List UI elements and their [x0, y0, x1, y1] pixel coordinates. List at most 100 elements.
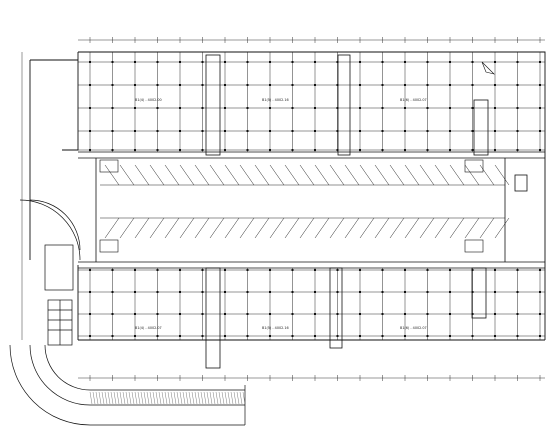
- parking-stall: [314, 217, 330, 239]
- column: [426, 291, 429, 293]
- column: [471, 269, 474, 271]
- angled-parking-stalls: [100, 164, 510, 239]
- column: [494, 269, 496, 271]
- parking-stall: [134, 164, 150, 186]
- column: [179, 313, 181, 315]
- hatch-line: [194, 391, 198, 405]
- column: [539, 130, 541, 132]
- column: [179, 291, 181, 293]
- column: [336, 313, 339, 315]
- hatch-line: [110, 391, 114, 405]
- zone-labels: B1(4) - 4002.00 B1(5) - 4002.16 B1(6) - …: [135, 98, 427, 330]
- column: [246, 269, 249, 271]
- column: [269, 291, 271, 293]
- column: [179, 269, 181, 271]
- column: [359, 291, 361, 293]
- column: [134, 130, 136, 132]
- column: [494, 149, 496, 151]
- column: [111, 335, 114, 337]
- column: [336, 107, 339, 109]
- column: [269, 84, 271, 86]
- column: [404, 313, 406, 315]
- hatch-line: [212, 391, 216, 405]
- column: [494, 291, 496, 293]
- column: [291, 84, 294, 86]
- column: [111, 84, 114, 86]
- column: [471, 335, 474, 337]
- dimension-lines: [21, 37, 545, 381]
- column: [134, 269, 136, 271]
- parking-stall: [329, 164, 345, 186]
- column: [134, 149, 136, 151]
- parking-stall: [119, 164, 135, 186]
- column: [179, 84, 181, 86]
- column: [381, 313, 384, 315]
- parking-stall: [179, 164, 195, 186]
- zone-label-south-mid: B1(5) - 4002.16: [262, 326, 289, 330]
- parking-stall: [389, 217, 405, 239]
- parking-stall: [359, 164, 375, 186]
- column: [539, 61, 541, 63]
- column: [359, 269, 361, 271]
- column: [224, 335, 226, 337]
- column: [201, 313, 204, 315]
- column: [404, 291, 406, 293]
- column: [224, 149, 226, 151]
- column: [381, 84, 384, 86]
- parking-stall: [359, 217, 375, 239]
- column: [449, 269, 451, 271]
- column: [381, 61, 384, 63]
- column: [449, 313, 451, 315]
- column: [246, 291, 249, 293]
- column: [314, 291, 316, 293]
- column: [449, 335, 451, 337]
- parking-stall: [164, 217, 180, 239]
- column: [404, 149, 406, 151]
- column: [359, 130, 361, 132]
- column: [314, 149, 316, 151]
- hatch-line: [140, 391, 144, 405]
- column: [201, 269, 204, 271]
- column: [539, 149, 541, 151]
- column: [269, 107, 271, 109]
- column: [404, 269, 406, 271]
- column: [516, 130, 519, 132]
- column: [449, 84, 451, 86]
- parking-stall: [344, 164, 360, 186]
- column: [291, 61, 294, 63]
- column: [516, 107, 519, 109]
- column: [134, 84, 136, 86]
- column: [269, 335, 271, 337]
- parking-stall: [299, 217, 315, 239]
- column: [381, 335, 384, 337]
- drive-aisle: [78, 151, 545, 269]
- column: [336, 269, 339, 271]
- column: [111, 269, 114, 271]
- column: [156, 291, 159, 293]
- parking-stall: [344, 217, 360, 239]
- hatch-line: [224, 391, 228, 405]
- parking-stall: [119, 217, 135, 239]
- column: [516, 84, 519, 86]
- column: [471, 61, 474, 63]
- column: [539, 313, 541, 315]
- column: [291, 269, 294, 271]
- column: [516, 61, 519, 63]
- column: [516, 313, 519, 315]
- hatch-line: [92, 391, 96, 405]
- zone-label-south-right: B1(6) - 4002.07: [400, 326, 427, 330]
- column: [471, 130, 474, 132]
- column: [291, 149, 294, 151]
- zone-label-north-mid: B1(5) - 4002.16: [262, 98, 289, 102]
- column: [539, 107, 541, 109]
- hatch-line: [122, 391, 126, 405]
- hatch-line: [107, 391, 111, 405]
- column: [179, 149, 181, 151]
- hatch-line: [152, 391, 156, 405]
- parking-stall: [149, 164, 165, 186]
- column: [89, 130, 91, 132]
- column: [494, 130, 496, 132]
- column: [246, 313, 249, 315]
- column: [471, 84, 474, 86]
